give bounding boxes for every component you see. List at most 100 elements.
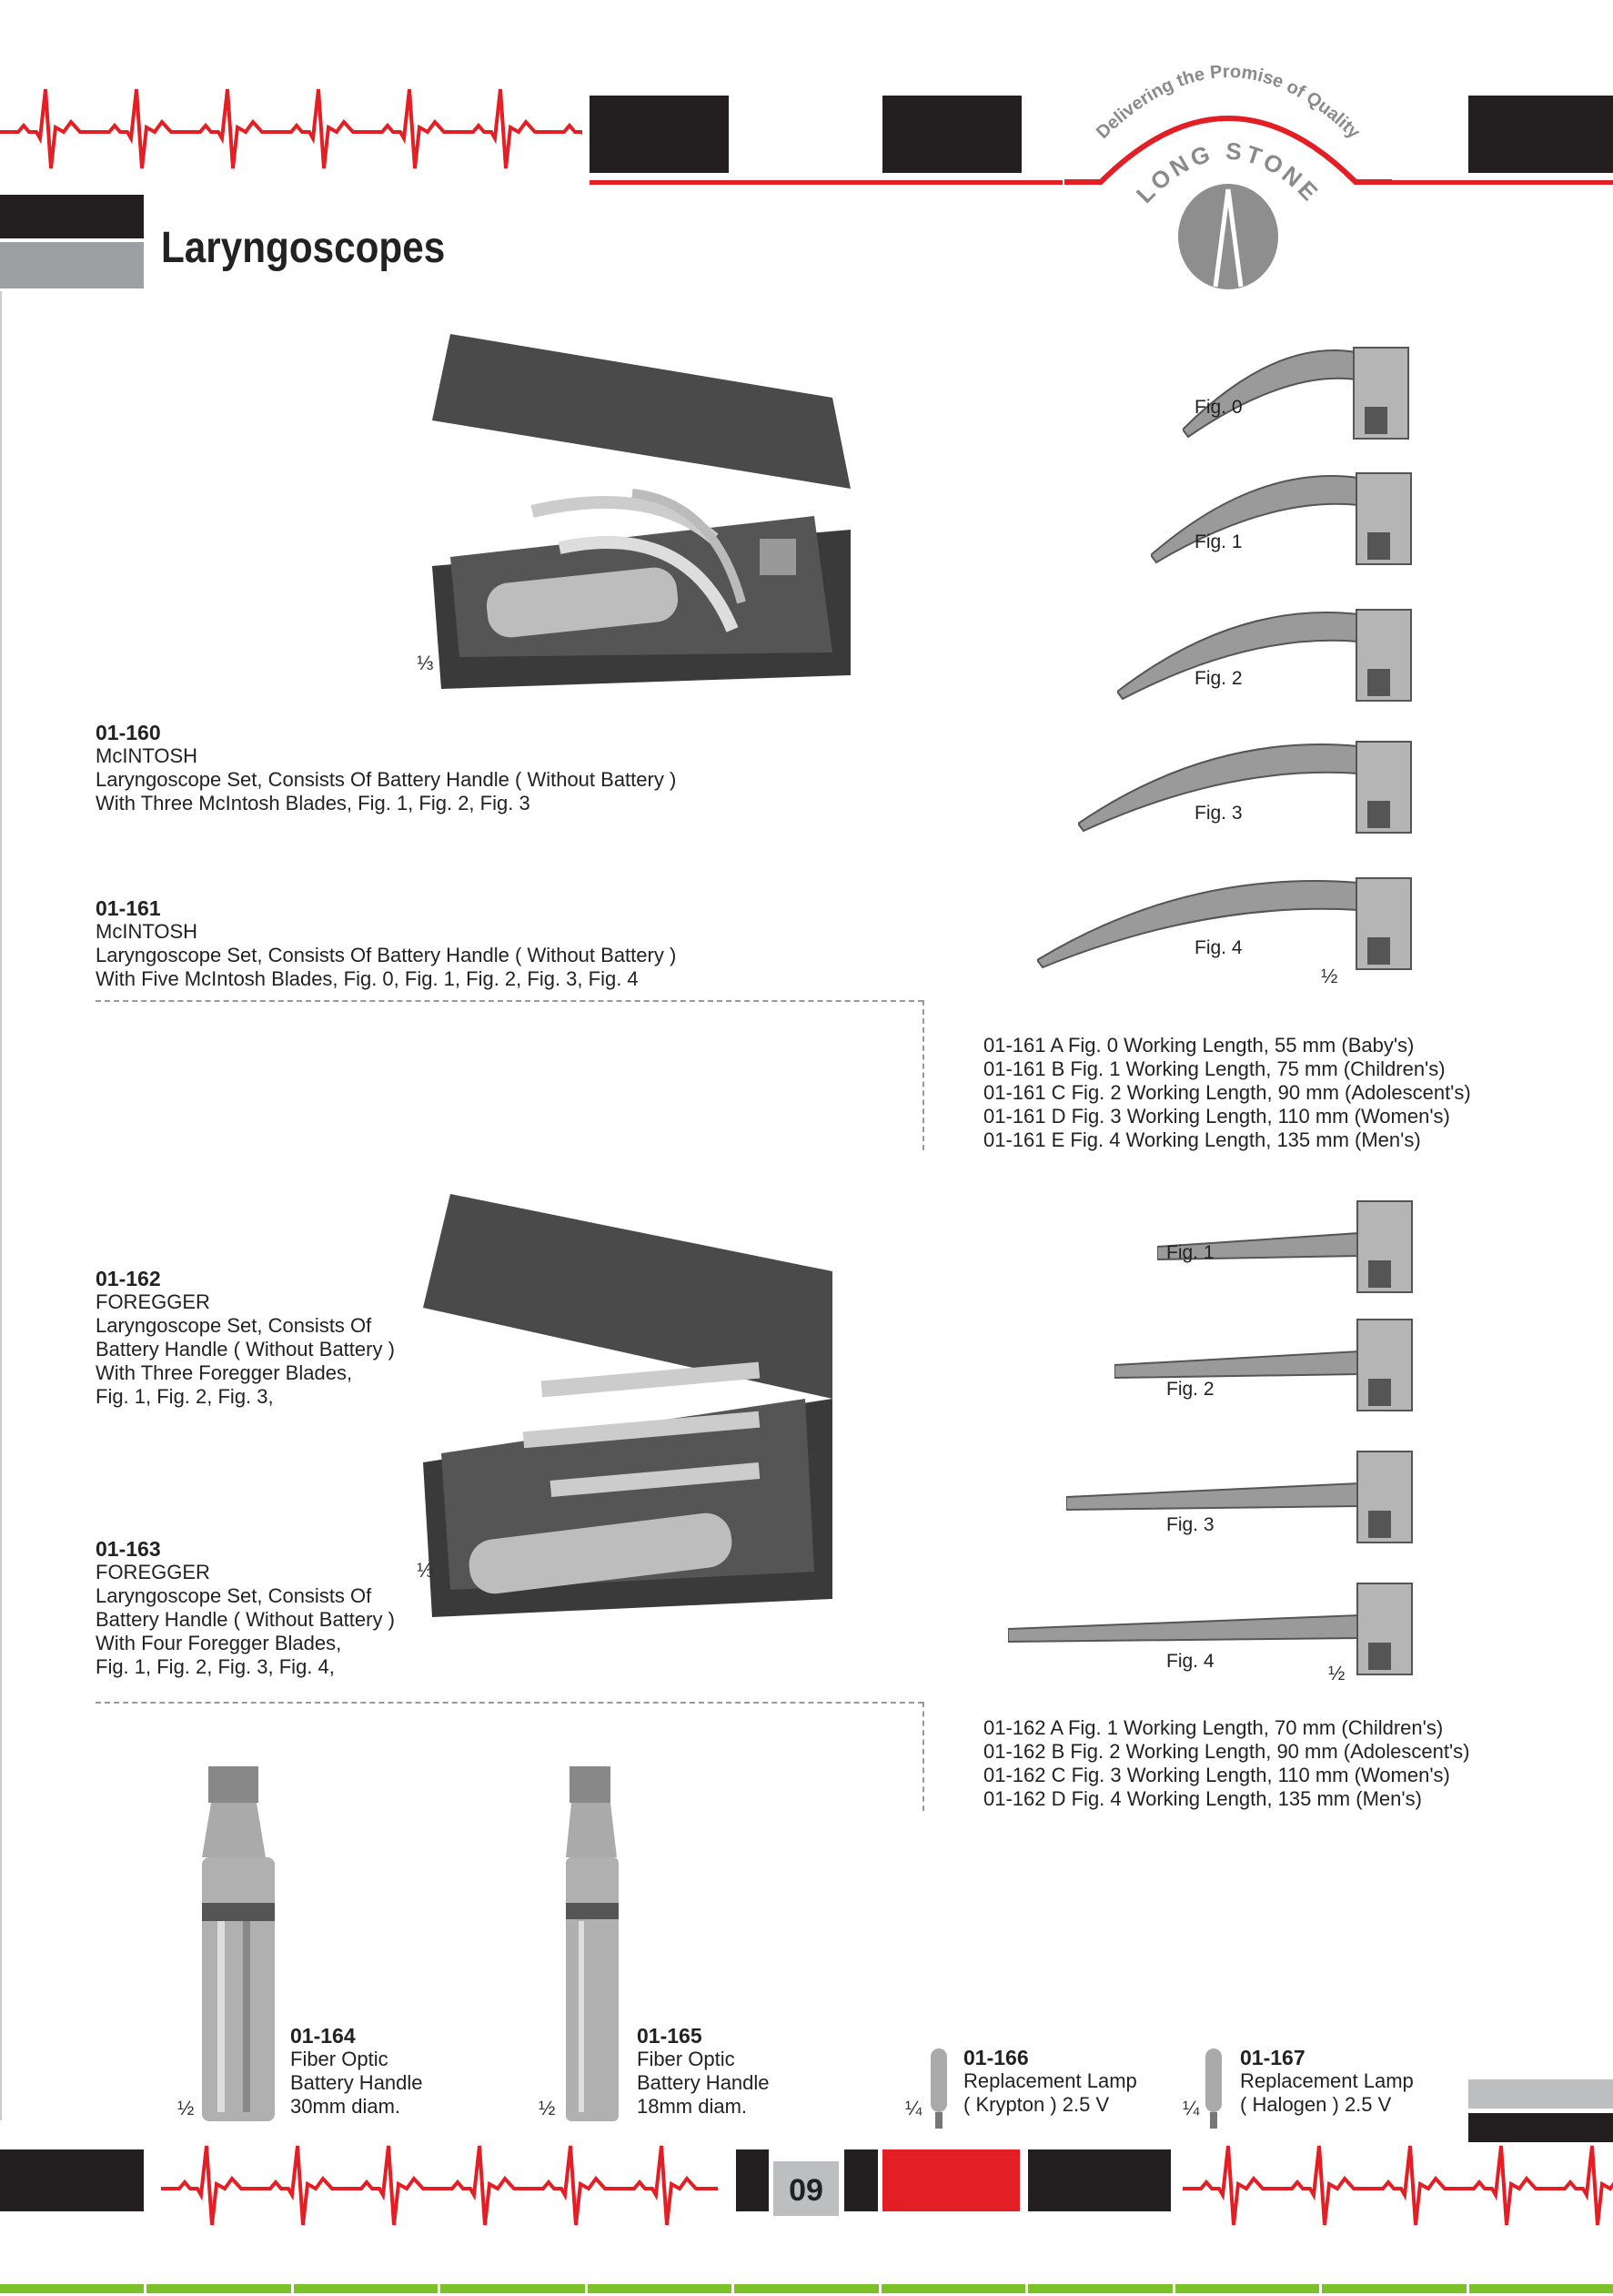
product-desc: With Four Foregger Blades, bbox=[96, 1632, 342, 1654]
blade-image bbox=[1183, 347, 1409, 440]
scale-label: ½ bbox=[539, 2097, 556, 2119]
footer-block bbox=[1468, 2113, 1613, 2142]
spec-item: 01-161 E Fig. 4 Working Length, 135 mm (… bbox=[983, 1128, 1421, 1151]
mcintosh-set-image bbox=[432, 334, 851, 689]
krypton-lamp-image bbox=[931, 2048, 947, 2129]
green-segment bbox=[146, 2284, 291, 2293]
header-block bbox=[1468, 96, 1613, 173]
spec-item: 01-162 B Fig. 2 Working Length, 90 mm (A… bbox=[983, 1740, 1470, 1763]
product-name: FOREGGER bbox=[96, 1561, 210, 1583]
title-block-gray bbox=[0, 242, 144, 288]
footer-block bbox=[844, 2149, 878, 2211]
divider bbox=[96, 1702, 923, 1704]
page-title: Laryngoscopes bbox=[161, 224, 446, 272]
scale-label: ½ bbox=[1321, 965, 1338, 987]
green-segment bbox=[1322, 2284, 1467, 2293]
green-segment bbox=[440, 2284, 585, 2293]
product-desc: With Three Foregger Blades, bbox=[96, 1361, 353, 1384]
product-name: FOREGGER bbox=[96, 1290, 210, 1313]
product-01-166: 01-166 Replacement Lamp ( Krypton ) 2.5 … bbox=[963, 2046, 1137, 2117]
spec-item: 01-161 D Fig. 3 Working Length, 110 mm (… bbox=[983, 1105, 1450, 1128]
ecg-line-bottom-right bbox=[1183, 2145, 1613, 2226]
scale-label: ⅓ bbox=[417, 652, 434, 674]
blade-image bbox=[1114, 1319, 1413, 1411]
product-code: 01-166 bbox=[963, 2046, 1029, 2069]
header-rule bbox=[590, 180, 1063, 185]
fig-label: Fig. 2 bbox=[1195, 668, 1243, 689]
halogen-lamp-image bbox=[1205, 2048, 1222, 2129]
product-01-167: 01-167 Replacement Lamp ( Halogen ) 2.5 … bbox=[1240, 2046, 1414, 2117]
divider bbox=[922, 1702, 924, 1811]
product-01-164: 01-164 Fiber Optic Battery Handle 30mm d… bbox=[290, 2024, 423, 2119]
product-name: McINTOSH bbox=[96, 920, 198, 943]
product-code: 01-161 bbox=[96, 896, 161, 920]
product-desc: With Three McIntosh Blades, Fig. 1, Fig.… bbox=[96, 792, 530, 814]
product-desc: Battery Handle ( Without Battery ) bbox=[96, 1608, 395, 1631]
product-desc: Laryngoscope Set, Consists Of bbox=[96, 1584, 372, 1607]
product-desc: Replacement Lamp bbox=[1240, 2069, 1414, 2092]
blade-image bbox=[1078, 741, 1412, 834]
product-desc: ( Halogen ) 2.5 V bbox=[1240, 2093, 1392, 2116]
product-desc: Battery Handle bbox=[290, 2071, 423, 2094]
spec-item: 01-162 A Fig. 1 Working Length, 70 mm (C… bbox=[983, 1716, 1444, 1739]
fig-label: Fig. 4 bbox=[1195, 937, 1243, 958]
spec-item: 01-162 C Fig. 3 Working Length, 110 mm (… bbox=[983, 1764, 1450, 1786]
product-desc: Laryngoscope Set, Consists Of Battery Ha… bbox=[96, 944, 677, 966]
product-code: 01-163 bbox=[96, 1537, 161, 1561]
product-01-163: 01-163 FOREGGER Laryngoscope Set, Consis… bbox=[96, 1537, 395, 1679]
footer-block bbox=[0, 2149, 144, 2211]
green-segment bbox=[293, 2284, 439, 2293]
product-desc: Fig. 1, Fig. 2, Fig. 3, bbox=[96, 1385, 274, 1408]
green-segment bbox=[1028, 2284, 1173, 2293]
footer-block-gray bbox=[1468, 2079, 1613, 2109]
footer-block-red bbox=[882, 2149, 1020, 2211]
green-segment bbox=[734, 2284, 879, 2293]
product-desc: Fiber Optic bbox=[290, 2048, 388, 2070]
product-desc: ( Krypton ) 2.5 V bbox=[963, 2093, 1110, 2116]
foregger-set-image bbox=[423, 1194, 832, 1617]
ecg-line-bottom-left bbox=[161, 2145, 718, 2226]
divider bbox=[96, 1000, 923, 1002]
spec-item: 01-162 D Fig. 4 Working Length, 135 mm (… bbox=[983, 1787, 1422, 1810]
scale-label: ⅓ bbox=[417, 1559, 434, 1582]
product-code: 01-165 bbox=[637, 2024, 702, 2048]
blade-image bbox=[1151, 472, 1412, 565]
blade-image bbox=[1117, 609, 1412, 702]
product-desc: With Five McIntosh Blades, Fig. 0, Fig. … bbox=[96, 967, 639, 990]
fig-label: Fig. 1 bbox=[1166, 1242, 1215, 1263]
product-code: 01-167 bbox=[1240, 2046, 1306, 2069]
green-segment bbox=[0, 2284, 145, 2293]
product-desc: Laryngoscope Set, Consists Of Battery Ha… bbox=[96, 768, 677, 791]
scale-label: ¼ bbox=[905, 2097, 922, 2119]
spec-item: 01-161 C Fig. 2 Working Length, 90 mm (A… bbox=[983, 1081, 1471, 1104]
svg-text:Delivering the Promise of Qual: Delivering the Promise of Quality bbox=[1093, 62, 1365, 144]
ecg-line-top bbox=[0, 88, 582, 169]
green-segment bbox=[1468, 2284, 1613, 2293]
blade-image bbox=[1008, 1583, 1413, 1675]
page-number: 09 bbox=[773, 2161, 839, 2216]
fig-label: Fig. 3 bbox=[1195, 803, 1243, 824]
green-segment bbox=[1174, 2284, 1320, 2293]
fig-label: Fig. 0 bbox=[1195, 397, 1243, 418]
product-desc: Battery Handle bbox=[637, 2071, 770, 2094]
green-segment bbox=[587, 2284, 732, 2293]
mcintosh-spec-list: 01-161 A Fig. 0 Working Length, 55 mm (B… bbox=[983, 1034, 1471, 1152]
header-block bbox=[882, 96, 1022, 173]
product-desc: 18mm diam. bbox=[637, 2095, 748, 2118]
product-desc: Fiber Optic bbox=[637, 2048, 735, 2070]
left-border bbox=[0, 291, 2, 2120]
blade-image bbox=[1157, 1200, 1413, 1293]
spec-item: 01-161 A Fig. 0 Working Length, 55 mm (B… bbox=[983, 1034, 1415, 1057]
product-code: 01-162 bbox=[96, 1267, 161, 1290]
fig-label: Fig. 1 bbox=[1195, 531, 1243, 552]
scale-label: ½ bbox=[177, 2097, 195, 2119]
footer-green-stripe bbox=[0, 2284, 1613, 2293]
header-rule bbox=[1383, 180, 1613, 185]
fig-label: Fig. 4 bbox=[1166, 1651, 1215, 1672]
divider bbox=[922, 1000, 924, 1150]
fig-label: Fig. 3 bbox=[1166, 1514, 1215, 1535]
product-01-160: 01-160 McINTOSH Laryngoscope Set, Consis… bbox=[96, 721, 676, 815]
blade-image bbox=[1066, 1451, 1413, 1543]
product-code: 01-160 bbox=[96, 721, 161, 744]
